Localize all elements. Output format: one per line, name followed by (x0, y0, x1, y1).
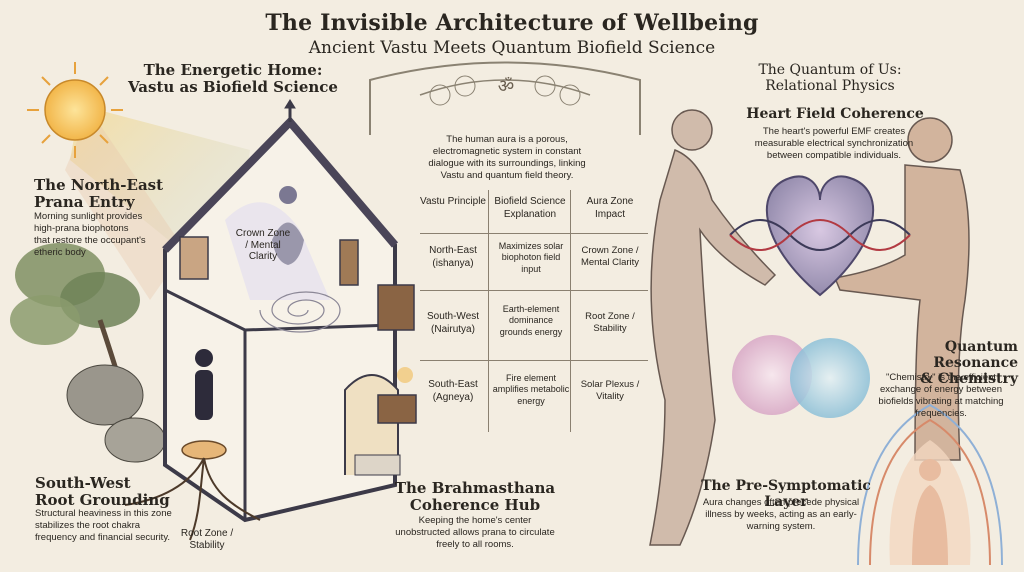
tree-illustration (10, 243, 140, 421)
table-cell: Fire element amplifies metabolic energy (492, 373, 570, 406)
table-cell: South-West (Nairutya) (426, 311, 480, 335)
left-heading-line2: Vastu as Biofield Science (128, 78, 338, 97)
quantum-resonance-body: "Chemistry" is the efficient exchange of… (878, 372, 1004, 419)
page-title: The Invisible Architecture of Wellbeing (265, 10, 759, 36)
table-cell: North-East (ishanya) (429, 245, 477, 269)
heart-field-title: Heart Field Coherence (746, 106, 924, 122)
right-heading-line2: Relational Physics (765, 78, 895, 95)
brahmasthana-title: The Brahmasthana Coherence Hub (380, 479, 570, 515)
south-west-body: Structural heaviness in this zone stabil… (35, 508, 172, 543)
pre-symptomatic-body: Aura changes often precede physical illn… (702, 497, 860, 532)
north-east-body: Morning sunlight provides high-prana bio… (34, 211, 146, 258)
right-heading-line1: The Quantum of Us: (758, 62, 902, 78)
page-subtitle: Ancient Vastu Meets Quantum Biofield Sci… (308, 38, 716, 58)
quantum-resonance-title: Quantum Resonance & Chemistry (868, 339, 1018, 387)
quantum-resonance-title-line2: & Chemistry (920, 371, 1018, 388)
table-header-cell: Vastu Principle (420, 196, 486, 207)
arch-frame (369, 61, 641, 135)
woman-figure (649, 109, 777, 546)
south-west-title-line2: Root Grounding (35, 491, 170, 510)
om-symbol-icon: ॐ (497, 76, 515, 97)
heart-field-body: The heart's powerful EMF creates measura… (754, 126, 914, 161)
table-header-cell: Aura Zone Impact (586, 196, 634, 220)
quantum-resonance-title-line1: Quantum Resonance (933, 339, 1018, 372)
left-heading: The Energetic Home: Vastu as Biofield Sc… (118, 61, 348, 97)
table-cell: Solar Plexus / Vitality (580, 379, 640, 402)
south-west-title-line1: South-West (35, 474, 131, 492)
heart-icon (729, 175, 911, 297)
man-figure (833, 117, 970, 461)
resonance-rings (732, 335, 870, 418)
right-heading: The Quantum of Us: Relational Physics (735, 62, 925, 94)
table-cell: Maximizes solar biophoton field input (498, 241, 564, 274)
root-zone-label: Root Zone / Stability (180, 528, 234, 551)
table-cell: Root Zone / Stability (585, 311, 635, 334)
table-cell: South-East (Agneya) (428, 379, 478, 403)
north-east-title: The North-East Prana Entry (34, 176, 174, 212)
vastu-table: Vastu Principle Biofield Science Explana… (420, 190, 648, 432)
brahmasthana-title-line1: The Brahmasthana (394, 479, 556, 497)
brahmasthana-title-line2: Coherence Hub (409, 496, 541, 515)
aura-figure (857, 403, 1003, 566)
brahmasthana-body: Keeping the home's center unobstructed a… (395, 515, 555, 550)
pre-symptomatic-title: The Pre-Symptomatic Layer (701, 478, 871, 511)
south-west-title: South-West Root Grounding (35, 474, 185, 510)
table-header-cell: Biofield Science Explanation (494, 196, 566, 220)
sun-icon (27, 62, 123, 158)
center-intro: The human aura is a porous, electromagne… (428, 134, 586, 181)
left-heading-line1: The Energetic Home: (143, 61, 323, 79)
north-east-title-line2: Prana Entry (34, 193, 135, 212)
north-east-title-line1: The North-East (34, 176, 164, 194)
crown-zone-label: Crown Zone / Mental Clarity (235, 228, 291, 262)
table-cell: Earth-element dominance grounds energy (499, 304, 563, 337)
table-cell: Crown Zone / Mental Clarity (580, 245, 640, 268)
house-illustration (124, 99, 417, 541)
